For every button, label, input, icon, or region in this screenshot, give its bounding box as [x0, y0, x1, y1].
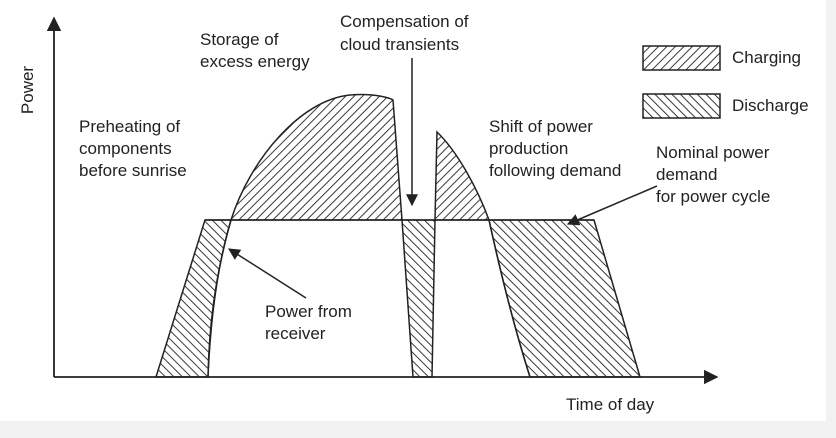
annotation-storage: Storage of excess energy	[200, 30, 310, 71]
annotation-preheating: Preheating of components before sunrise	[79, 117, 187, 180]
annotation-shift: Shift of power production following dema…	[489, 117, 621, 180]
diagram-canvas: Power Time of day Charging Discharge Pre…	[0, 0, 826, 421]
annotation-compensation: Compensation of cloud transients	[340, 12, 473, 54]
arrow-receiver	[227, 248, 307, 299]
legend-label-charging: Charging	[732, 48, 801, 67]
legend-label-discharge: Discharge	[732, 96, 809, 115]
receiver-power-curve-right	[488, 219, 531, 378]
receiver-power-curve	[207, 219, 232, 378]
charging-region-storage	[229, 93, 403, 221]
annotation-receiver: Power from receiver	[265, 302, 357, 343]
annotation-nominal: Nominal power demand for power cycle	[656, 143, 774, 206]
legend-swatch-charging	[642, 45, 721, 71]
y-axis-label: Power	[18, 66, 37, 115]
charging-region-shift	[434, 130, 491, 221]
discharge-region-demand-shift	[488, 219, 642, 378]
discharge-region-preheating	[154, 219, 233, 378]
x-axis-label: Time of day	[566, 395, 655, 414]
arrow-nominal-demand	[566, 185, 658, 226]
legend-swatch-discharge	[642, 93, 721, 119]
discharge-region-transient	[401, 219, 436, 378]
